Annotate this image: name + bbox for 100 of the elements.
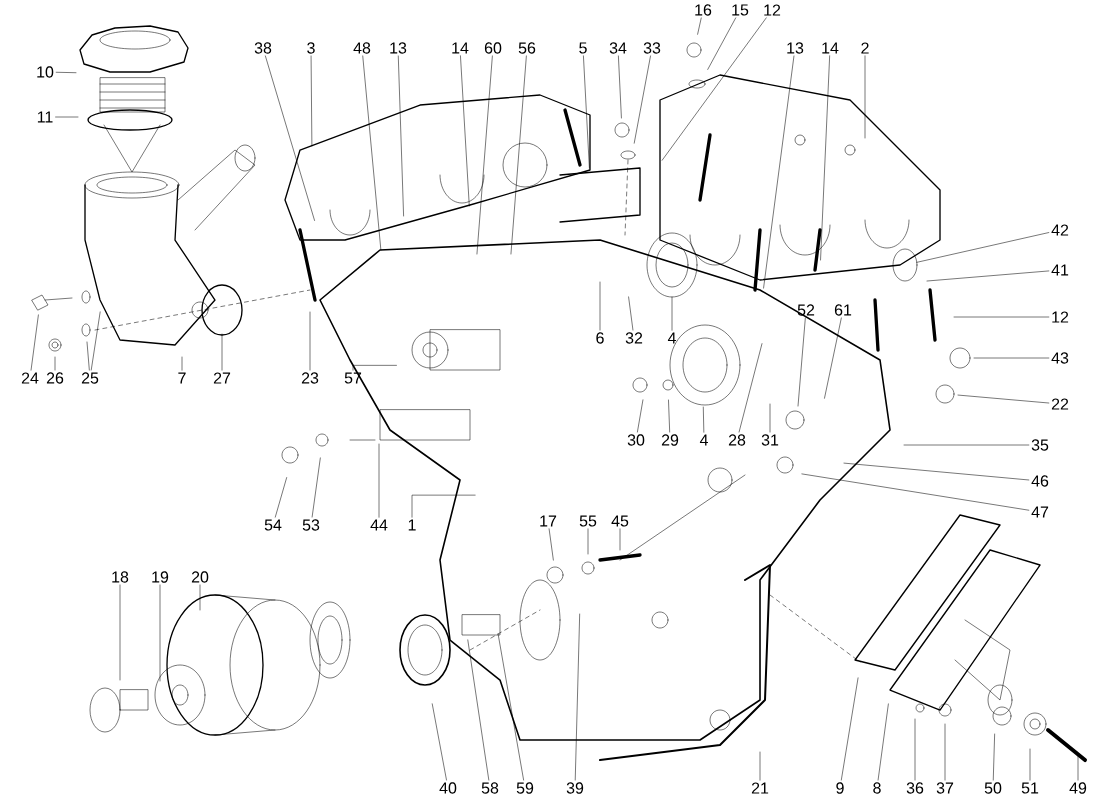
leader-line bbox=[497, 633, 524, 781]
leader-line bbox=[707, 17, 736, 70]
callout-number: 6 bbox=[596, 332, 604, 344]
leader-line bbox=[618, 55, 622, 119]
callout-number: 41 bbox=[1051, 264, 1069, 276]
leader-line bbox=[467, 639, 490, 781]
leader-line bbox=[703, 406, 705, 433]
callout-number: 46 bbox=[1031, 475, 1049, 487]
callout-number: 4 bbox=[699, 434, 708, 446]
callout-number: 14 bbox=[822, 42, 839, 54]
leader-line bbox=[275, 477, 287, 518]
leader-line bbox=[619, 528, 621, 551]
callout-number: 49 bbox=[1069, 782, 1087, 794]
leader-line bbox=[548, 528, 554, 561]
leader-line bbox=[824, 317, 842, 399]
callout-number: 25 bbox=[81, 372, 99, 384]
leader-line bbox=[119, 584, 121, 681]
callout-number: 13 bbox=[390, 42, 407, 54]
callout-number: 28 bbox=[728, 434, 746, 446]
callout-number: 20 bbox=[191, 571, 209, 583]
leader-line bbox=[841, 677, 859, 781]
callout-number: 61 bbox=[834, 304, 852, 316]
leader-line bbox=[587, 528, 589, 555]
callout-number: 7 bbox=[178, 372, 186, 384]
leader-line bbox=[181, 356, 183, 371]
leader-line bbox=[769, 403, 771, 433]
leader-line bbox=[697, 17, 702, 35]
callout-number: 56 bbox=[518, 42, 536, 54]
leader-line bbox=[583, 55, 590, 169]
leader-line bbox=[953, 316, 1050, 318]
leader-line bbox=[55, 116, 79, 118]
leader-line bbox=[759, 751, 761, 781]
callout-number: 24 bbox=[21, 372, 39, 384]
leader-line bbox=[1077, 753, 1079, 781]
leader-line bbox=[159, 584, 161, 682]
callout-number: 37 bbox=[936, 782, 954, 794]
callout-number: 44 bbox=[370, 519, 388, 531]
leader-line bbox=[30, 314, 39, 371]
callout-number: 32 bbox=[625, 332, 643, 344]
callout-number: 26 bbox=[46, 372, 64, 384]
callout-number: 51 bbox=[1021, 782, 1039, 794]
callout-number: 3 bbox=[307, 42, 315, 54]
callout-number: 38 bbox=[254, 42, 272, 54]
leader-line bbox=[574, 613, 580, 781]
callout-number: 29 bbox=[661, 434, 679, 446]
callout-number: 39 bbox=[566, 782, 584, 794]
callout-number: 30 bbox=[627, 434, 645, 446]
leader-line bbox=[309, 311, 311, 371]
leader-line bbox=[398, 55, 404, 217]
leader-line bbox=[633, 55, 651, 144]
callout-number: 50 bbox=[984, 782, 1002, 794]
leader-line bbox=[916, 232, 1050, 263]
leader-line bbox=[864, 55, 866, 139]
callout-number: 18 bbox=[112, 571, 129, 583]
leader-line bbox=[944, 723, 946, 781]
leader-line bbox=[914, 718, 916, 781]
leader-line bbox=[311, 457, 321, 518]
callout-number: 14 bbox=[452, 42, 469, 54]
leader-line bbox=[476, 55, 493, 255]
leader-line bbox=[510, 55, 527, 255]
callout-number: 27 bbox=[213, 372, 231, 384]
callout-number: 45 bbox=[611, 515, 629, 527]
callout-number: 17 bbox=[540, 515, 557, 527]
callout-number: 34 bbox=[609, 42, 627, 54]
callout-number: 15 bbox=[732, 4, 749, 16]
callout-number: 16 bbox=[695, 4, 712, 16]
leader-line bbox=[1029, 748, 1031, 781]
leader-line bbox=[797, 317, 806, 407]
leader-line bbox=[310, 55, 313, 147]
leader-line bbox=[265, 55, 315, 221]
leader-line bbox=[431, 703, 447, 781]
leader-line bbox=[637, 399, 644, 433]
leader-line bbox=[90, 311, 101, 371]
callout-number: 52 bbox=[797, 304, 815, 316]
callout-number: 54 bbox=[264, 519, 282, 531]
callout-number: 8 bbox=[873, 782, 881, 794]
leader-line bbox=[628, 296, 634, 331]
leader-line bbox=[957, 394, 1050, 404]
leader-line bbox=[671, 296, 673, 331]
callout-number: 19 bbox=[152, 571, 169, 583]
callout-number: 60 bbox=[484, 42, 502, 54]
callout-number: 12 bbox=[764, 4, 781, 16]
leader-line bbox=[221, 333, 223, 371]
leader-line bbox=[668, 399, 670, 433]
callout-number: 10 bbox=[37, 66, 54, 78]
callout-number: 35 bbox=[1031, 439, 1049, 451]
leader-line bbox=[661, 17, 767, 161]
callout-number: 9 bbox=[836, 782, 844, 794]
leader-line bbox=[903, 444, 1030, 446]
callout-number: 21 bbox=[751, 782, 769, 794]
callout-number: 2 bbox=[861, 42, 869, 54]
callout-number: 1 bbox=[408, 519, 416, 531]
callout-number: 43 bbox=[1051, 352, 1069, 364]
callout-number: 12 bbox=[1052, 311, 1069, 323]
leader-line bbox=[843, 462, 1030, 481]
callout-number: 5 bbox=[579, 42, 587, 54]
leader-line bbox=[199, 584, 201, 611]
leader-line bbox=[362, 55, 382, 251]
leader-line bbox=[55, 72, 77, 73]
leader-line bbox=[86, 341, 90, 371]
